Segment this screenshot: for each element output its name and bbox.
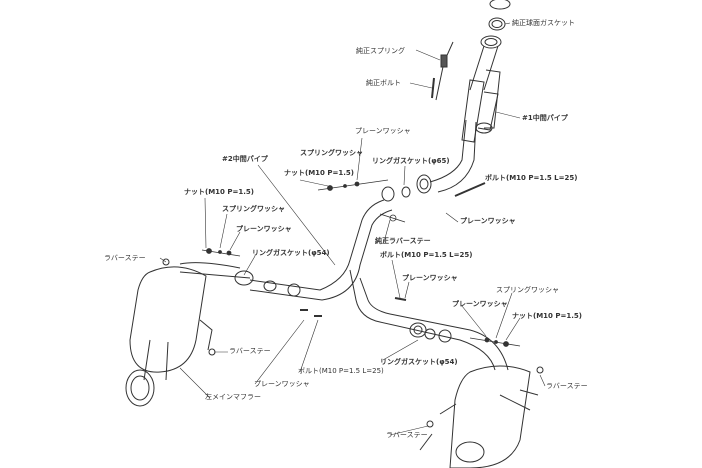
label-spring-washer: スプリングワッシャ [496,286,559,294]
label-plain-washer: プレーンワッシャ [254,380,310,388]
label-plain-washer: プレーンワッシャ [236,225,292,233]
label-mid-pipe-2: #2中間パイプ [222,155,268,163]
label-genuine-rubber-stay: 純正ラバーステー [375,237,431,245]
label-left-main-muffler: 左メインマフラー [205,393,261,401]
label-bolt: ボルト(M10 P=1.5 L=25) [485,174,578,182]
label-genuine-spherical-gasket: 純正球面ガスケット [512,19,575,27]
mid-pipe-2 [179,186,509,371]
label-rubber-stay: ラバーステー [386,431,428,439]
label-spring-washer: スプリングワッシャ [300,149,363,157]
label-rubber-stay: ラバーステー [546,382,588,390]
hardware [201,179,521,347]
label-plain-washer: プレーンワッシャ [402,274,458,282]
label-ring-gasket-65: リングガスケット(φ65) [372,157,450,165]
label-bolt: ボルト(M10 P=1.5 L=25) [298,367,384,375]
label-plain-washer: プレーンワッシャ [355,127,411,135]
label-ring-gasket-54: リングガスケット(φ54) [380,358,458,366]
leader-lines [159,22,546,436]
top-flange [480,0,511,49]
label-ring-gasket-54: リングガスケット(φ54) [252,249,330,257]
label-genuine-bolt: 純正ボルト [366,79,401,87]
right-muffler [419,365,544,468]
mid-pipe-1 [401,45,501,198]
label-plain-washer: プレーンワッシャ [460,217,516,225]
spring-and-bolt [431,41,454,101]
label-bolt: ボルト(M10 P=1.5 L=25) [380,251,473,259]
label-plain-washer: プレーンワッシャ [452,300,508,308]
label-mid-pipe-1: #1中間パイプ [522,114,568,122]
left-muffler [125,258,216,407]
label-nut: ナット(M10 P=1.5) [184,188,254,196]
label-rubber-stay: ラバーステー [104,254,146,262]
label-genuine-spring: 純正スプリング [356,47,405,55]
label-nut: ナット(M10 P=1.5) [284,169,354,177]
label-rubber-stay: ラバーステー [229,347,271,355]
label-nut: ナット(M10 P=1.5) [512,312,582,320]
label-spring-washer: スプリングワッシャ [222,205,285,213]
